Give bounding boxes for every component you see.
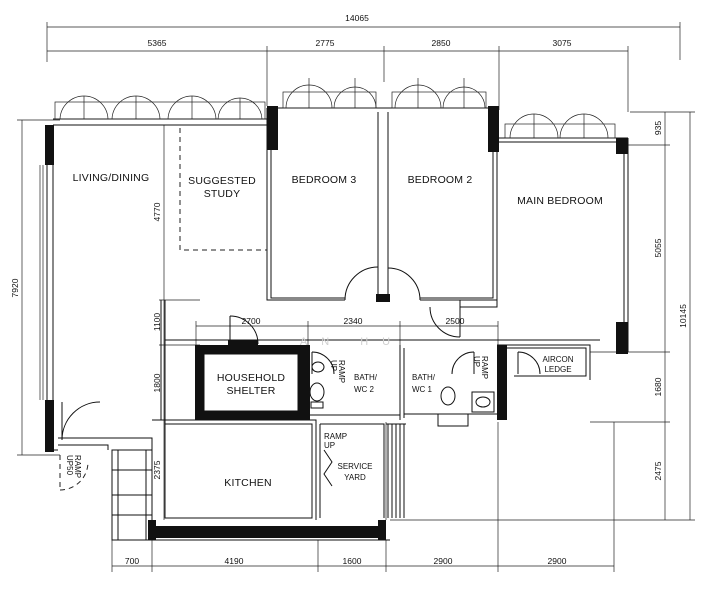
room-labels: LIVING/DINING SUGGESTED STUDY BEDROOM 3 … (73, 172, 603, 489)
label-bath-wc2-2: WC 2 (354, 385, 375, 394)
label-ramp-up-2b: UP (472, 356, 481, 367)
watermark-text: AN HU (300, 336, 404, 348)
dimension-lines (17, 22, 695, 572)
dim-mid-3: 2500 (446, 316, 465, 326)
dim-left-3: 1800 (152, 373, 162, 392)
label-service-yard-1: SERVICE (338, 462, 373, 471)
dim-mid-1: 2700 (242, 316, 261, 326)
dim-left-4: 2375 (152, 460, 162, 479)
dim-left-1: 4770 (152, 202, 162, 221)
label-living-dining: LIVING/DINING (73, 172, 150, 184)
dim-bottom-2: 4190 (225, 556, 244, 566)
dim-left-total: 7920 (10, 278, 20, 297)
label-bath-wc2-1: BATH/ (354, 373, 378, 382)
shelter-inner (203, 353, 299, 412)
dim-right-3: 1680 (653, 377, 663, 396)
label-bedroom-2: BEDROOM 2 (408, 174, 473, 186)
ramp-labels: RAMP UP RAMP UP RAMP UP RAMP UP50 (65, 356, 489, 478)
ramp-dashed-arc (59, 461, 89, 491)
label-household-shelter-2: SHELTER (226, 385, 275, 397)
dim-top-1: 5365 (148, 38, 167, 48)
doors (61, 266, 541, 487)
label-ramp-up-2a: RAMP (480, 356, 489, 379)
label-household-shelter-1: HOUSEHOLD (217, 372, 286, 384)
label-ramp-up50-1: RAMP (73, 455, 82, 478)
label-bedroom-3: BEDROOM 3 (292, 174, 357, 186)
label-service-yard-2: YARD (344, 473, 366, 482)
dim-mid-2: 2340 (344, 316, 363, 326)
dim-top-total: 14065 (345, 13, 369, 23)
dim-right-2: 5055 (653, 238, 663, 257)
dim-right-1: 935 (653, 121, 663, 135)
windows (39, 78, 616, 400)
dim-top-2: 2775 (316, 38, 335, 48)
label-bath-wc1-1: BATH/ (412, 373, 436, 382)
dim-top-4: 3075 (553, 38, 572, 48)
fixtures (309, 361, 495, 427)
dim-right-4: 2475 (653, 461, 663, 480)
label-suggested-study-1: SUGGESTED (188, 175, 256, 187)
label-ramp-up-1a: RAMP (337, 360, 346, 383)
dim-bottom-4: 2900 (434, 556, 453, 566)
label-aircon-ledge-2: LEDGE (544, 365, 571, 374)
dim-left-2: 1100 (152, 313, 162, 332)
label-kitchen: KITCHEN (224, 477, 272, 489)
label-ramp-up-1b: UP (329, 360, 338, 371)
label-suggested-study-2: STUDY (204, 188, 241, 200)
dim-right-total: 10145 (678, 304, 688, 328)
dim-bottom-5: 2900 (548, 556, 567, 566)
dim-bottom-3: 1600 (343, 556, 362, 566)
label-main-bedroom: MAIN BEDROOM (517, 195, 603, 207)
label-ramp-up-kitchen-1: RAMP (324, 432, 347, 441)
dim-bottom-1: 700 (125, 556, 139, 566)
study-dashed-outline (179, 128, 267, 251)
label-ramp-up50-2: UP50 (65, 455, 74, 476)
label-ramp-up-kitchen-2: UP (324, 441, 335, 450)
dim-top-3: 2850 (432, 38, 451, 48)
thick-walls (45, 106, 628, 540)
label-bath-wc1-2: WC 1 (412, 385, 433, 394)
label-aircon-ledge-1: AIRCON (542, 355, 573, 364)
dimension-labels: 14065 5365 2775 2850 3075 2700 2340 2500… (10, 13, 688, 566)
